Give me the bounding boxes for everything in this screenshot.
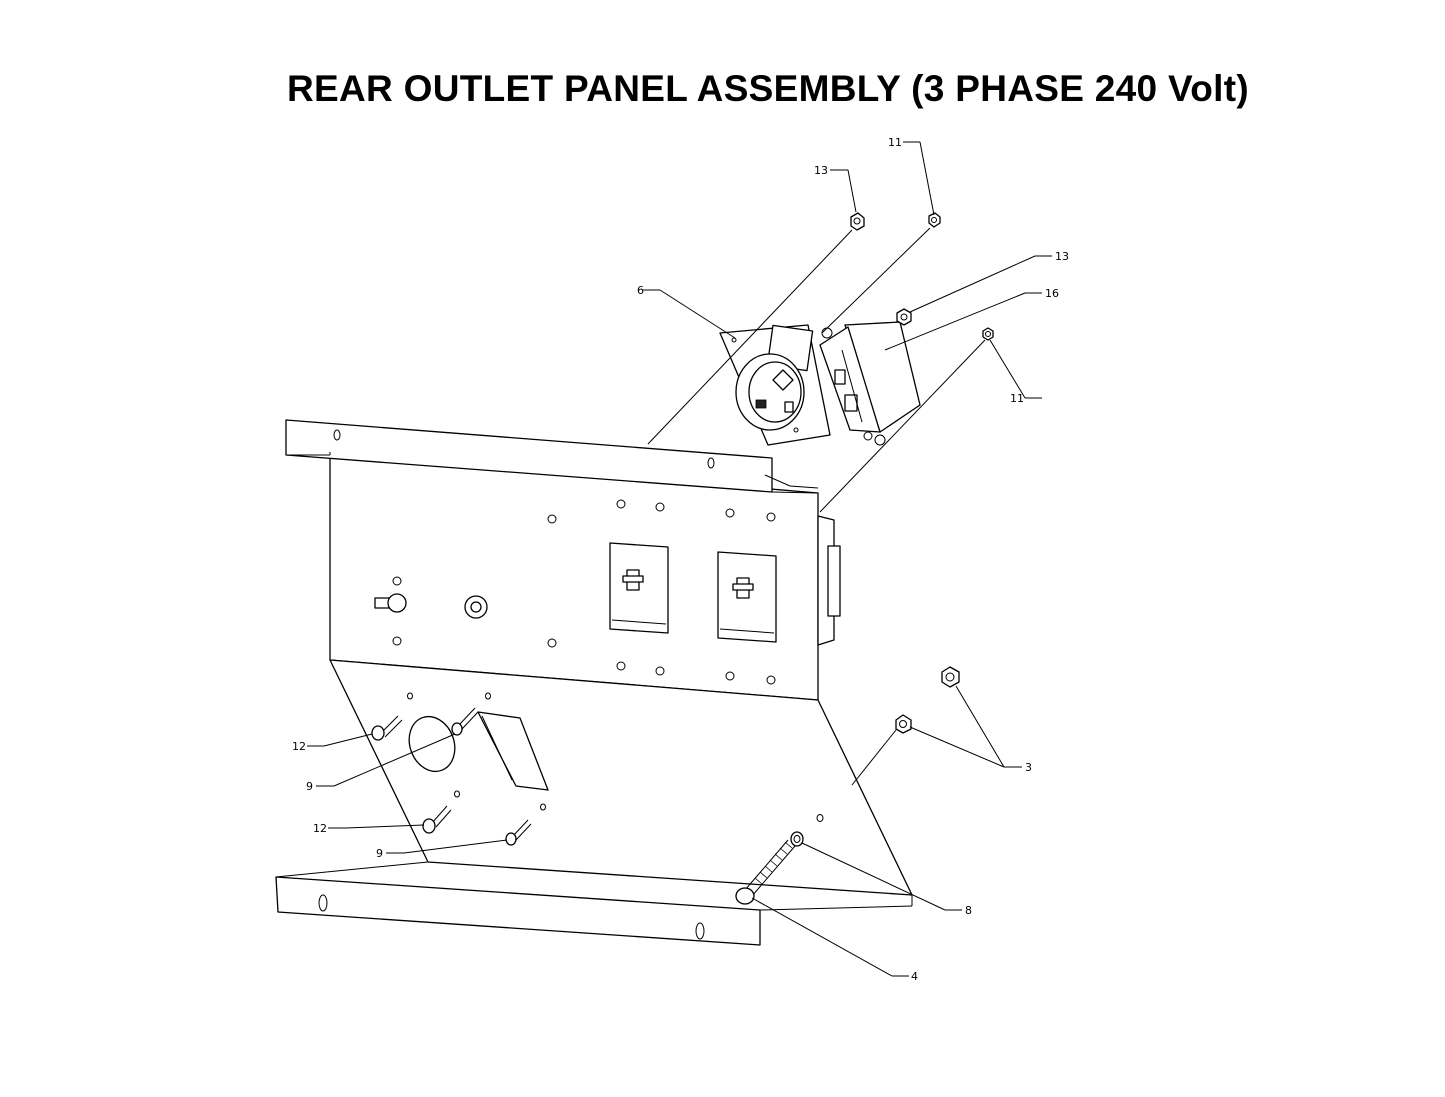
callout-12-upper: 12: [292, 740, 306, 753]
screw-12-lower: [422, 790, 460, 834]
washer-8: [790, 814, 824, 847]
callout-13-right: 13: [1055, 250, 1069, 263]
bolt-4: [735, 839, 796, 905]
screw-9-lower: [505, 803, 546, 846]
callout-9-upper: 9: [306, 780, 313, 793]
nut-13-top: [850, 212, 865, 231]
callout-13-top: 13: [814, 164, 828, 177]
panel-body: [275, 419, 913, 946]
callout-labels: 11 13 13 6 16 11 12 9 12 9 3 8 4: [292, 136, 1069, 983]
screw-9-upper: [451, 692, 491, 736]
callout-12-lower: 12: [313, 822, 327, 835]
panel-outlet-2: [717, 551, 777, 643]
callout-11-top: 11: [888, 136, 902, 149]
callout-8: 8: [965, 904, 972, 917]
page-title: REAR OUTLET PANEL ASSEMBLY (3 PHASE 240 …: [287, 68, 1249, 109]
nut-3-lower: [895, 714, 912, 734]
callout-6: 6: [637, 284, 644, 297]
callout-11-right: 11: [1010, 392, 1024, 405]
duplex-receptacle: [819, 321, 921, 446]
callout-9-lower: 9: [376, 847, 383, 860]
nut-11-right: [982, 327, 994, 341]
callout-3: 3: [1025, 761, 1032, 774]
callout-4: 4: [911, 970, 918, 983]
nut-3-upper: [941, 666, 960, 688]
panel-outlet-1: [609, 542, 669, 634]
leader-lines: [307, 141, 1052, 977]
nut-11-top: [928, 212, 941, 228]
screw-12-upper: [371, 692, 413, 741]
twist-lock-receptacle: [719, 324, 831, 446]
nut-13-right: [896, 308, 912, 326]
callout-16: 16: [1045, 287, 1059, 300]
